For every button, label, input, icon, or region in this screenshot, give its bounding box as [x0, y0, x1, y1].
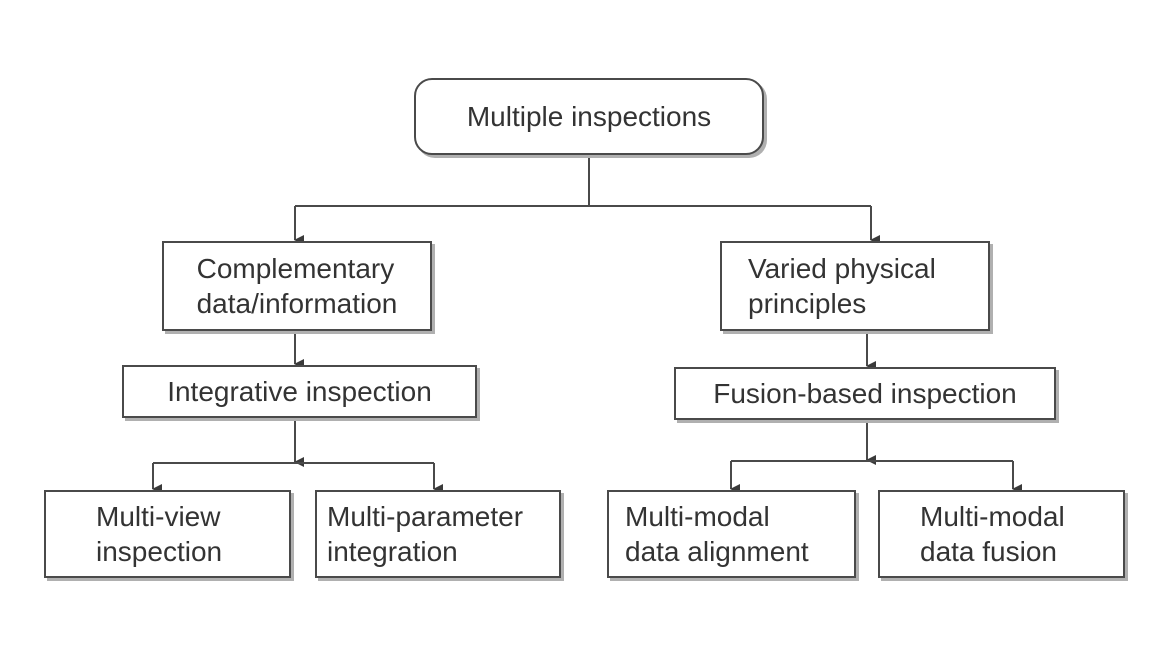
node-integrative-inspection: Integrative inspection	[122, 365, 477, 418]
node-label: Multiple inspections	[466, 101, 712, 132]
node-multi-modal-data-fusion: Multi-modal data fusion	[878, 490, 1125, 578]
node-fusion-based-inspection: Fusion-based inspection	[674, 367, 1056, 420]
node-label: Varied physical principles	[748, 253, 936, 319]
node-label: Complementary data/information	[196, 253, 398, 319]
node-label: Multi-view inspection	[96, 501, 223, 567]
node-label: Fusion-based inspection	[713, 378, 1017, 409]
node-varied-physical-principles: Varied physical principles	[720, 241, 990, 331]
node-label: Multi-parameter integration	[327, 501, 524, 567]
node-multi-modal-data-alignment: Multi-modal data alignment	[607, 490, 856, 578]
node-label: Multi-modal data fusion	[920, 501, 1065, 567]
node-multiple-inspections: Multiple inspections	[414, 78, 764, 155]
node-label: Integrative inspection	[167, 376, 432, 407]
node-complementary-data: Complementary data/information	[162, 241, 432, 331]
node-multi-view-inspection: Multi-view inspection	[44, 490, 291, 578]
node-label: Multi-modal data alignment	[625, 501, 809, 567]
node-multi-parameter-integration: Multi-parameter integration	[315, 490, 561, 578]
